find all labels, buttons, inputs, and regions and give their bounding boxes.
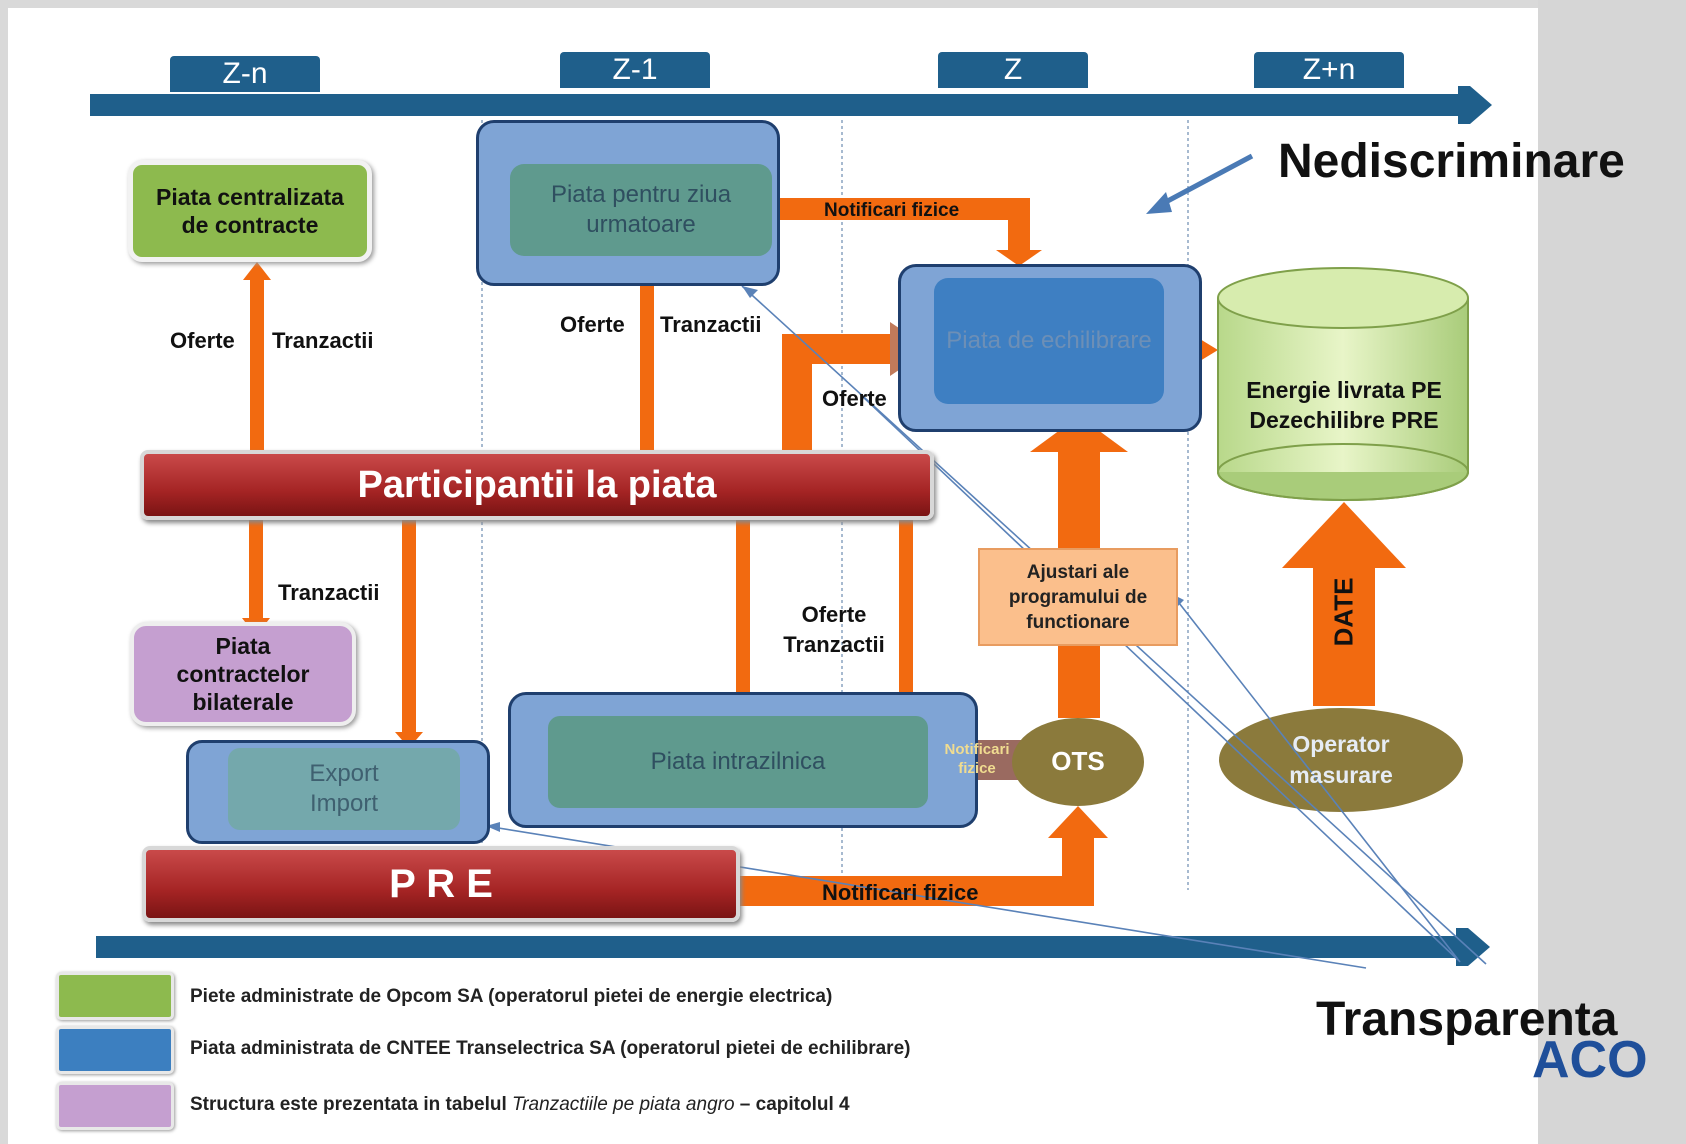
arrow-down-bilaterale bbox=[249, 520, 263, 620]
edge-label-notificari-fizice: Notificari fizice bbox=[824, 200, 960, 221]
node-label: Operator masurare bbox=[1289, 731, 1393, 788]
tab-z-minus-n: Z-n bbox=[170, 56, 320, 92]
arrow-down-export bbox=[402, 520, 416, 734]
node-label: Piata de echilibrare bbox=[946, 327, 1152, 354]
node-label: Export Import bbox=[309, 760, 379, 817]
node-label: Piata contractelor bilaterale bbox=[176, 633, 310, 715]
node-piata-intrazilnica: Piata intrazilnica bbox=[548, 716, 928, 808]
node-label: Piata centralizata de contracte bbox=[156, 184, 344, 238]
node-ajustari: Ajustari ale programului de functionare bbox=[978, 548, 1178, 646]
ots-ellipse bbox=[1012, 718, 1144, 806]
node-label: Ajustari ale programului de functionare bbox=[1008, 561, 1148, 633]
node-label: OTS bbox=[1051, 745, 1105, 776]
edge-label-notificari-fizice: Notificari fizice bbox=[822, 880, 979, 905]
edge-label-notificari-fizice-small: Notificari fizice bbox=[944, 741, 1010, 777]
node-ots: OTS bbox=[1012, 736, 1144, 786]
arrow-up-pzu bbox=[640, 276, 654, 450]
legend-text-italic: Tranzactiile pe piata angro bbox=[512, 1094, 735, 1115]
timeline-arrow-top bbox=[90, 86, 1492, 124]
node-label: Energie livrata PE Dezechilibre PRE bbox=[1246, 377, 1442, 433]
edge-label-tranzactii: Tranzactii bbox=[278, 580, 380, 605]
arrow-notificari-top bbox=[780, 198, 1026, 220]
side-panel bbox=[1538, 0, 1686, 1144]
legend-swatch-green bbox=[56, 972, 174, 1020]
tab-z: Z bbox=[938, 52, 1088, 88]
tab-label: Z bbox=[1003, 53, 1023, 86]
arrow-notificari-bottom bbox=[736, 876, 1086, 906]
node-participantii: Participantii la piata bbox=[140, 450, 934, 520]
node-label: P R E bbox=[389, 861, 493, 906]
node-label: Piata pentru ziua urmatoare bbox=[550, 181, 732, 238]
arrow-down-intrazilnica-2 bbox=[899, 520, 913, 704]
operator-ellipse bbox=[1219, 708, 1463, 812]
tab-label: Z-n bbox=[222, 57, 268, 90]
edge-label-tranzactii: Tranzactii bbox=[272, 328, 374, 353]
edge-label-oferte: Oferte bbox=[560, 312, 625, 337]
label-transparenta: Transparenta bbox=[1316, 993, 1618, 1046]
tab-z-minus-1: Z-1 bbox=[560, 52, 710, 88]
edge-label-tranzactii: Tranzactii bbox=[660, 312, 762, 337]
node-piata-echilibrare: Piata de echilibrare bbox=[934, 278, 1164, 404]
node-label: Participantii la piata bbox=[357, 463, 717, 506]
legend-swatch-purple bbox=[56, 1082, 174, 1130]
legend-text-structura: Structura este prezentata in tabelul Tra… bbox=[190, 1094, 850, 1116]
arrow-l-pe bbox=[782, 348, 812, 450]
legend-text-suffix: – capitolul 4 bbox=[734, 1094, 850, 1115]
logo-partial: ACO bbox=[1532, 1031, 1648, 1089]
label-date: DATE bbox=[1328, 577, 1359, 647]
node-energie-livrata: Energie livrata PE Dezechilibre PRE bbox=[1222, 350, 1466, 460]
legend-text-main: Structura este prezentata in tabelul bbox=[190, 1094, 507, 1115]
label-nediscriminare: Nediscriminare bbox=[1278, 135, 1625, 188]
tab-label: Z+n bbox=[1302, 53, 1356, 86]
node-label: Piata intrazilnica bbox=[650, 748, 826, 775]
tab-label: Z-1 bbox=[612, 53, 658, 86]
legend-swatch-blue bbox=[56, 1026, 174, 1074]
energie-cylinder bbox=[1217, 267, 1469, 501]
node-piata-centralizata: Piata centralizata de contracte bbox=[128, 160, 372, 262]
node-pre: P R E bbox=[142, 846, 740, 922]
node-export-import: Export Import bbox=[228, 748, 460, 830]
edge-label-oferte-tranzactii: Oferte Tranzactii bbox=[783, 602, 885, 657]
flow-arrows bbox=[242, 198, 1406, 906]
edge-label-oferte: Oferte bbox=[822, 386, 887, 411]
nediscriminare-arrow bbox=[1146, 153, 1254, 214]
tab-z-plus-n: Z+n bbox=[1254, 52, 1404, 88]
edge-label-oferte: Oferte bbox=[170, 328, 235, 353]
legend-text-transelectrica: Piata administrata de CNTEE Transelectri… bbox=[190, 1038, 911, 1059]
arrow-date bbox=[1313, 566, 1375, 706]
node-piata-pzu: Piata pentru ziua urmatoare bbox=[510, 164, 772, 256]
timeline-arrow-bottom bbox=[96, 928, 1490, 966]
node-operator-masurare: Operator masurare bbox=[1220, 726, 1462, 794]
node-piata-bilaterale: Piata contractelor bilaterale bbox=[130, 622, 356, 726]
arrow-down-intrazilnica-1 bbox=[736, 520, 750, 704]
arrow-up-centralizata bbox=[250, 278, 264, 450]
legend-text-opcom: Piete administrate de Opcom SA (operator… bbox=[190, 986, 833, 1007]
